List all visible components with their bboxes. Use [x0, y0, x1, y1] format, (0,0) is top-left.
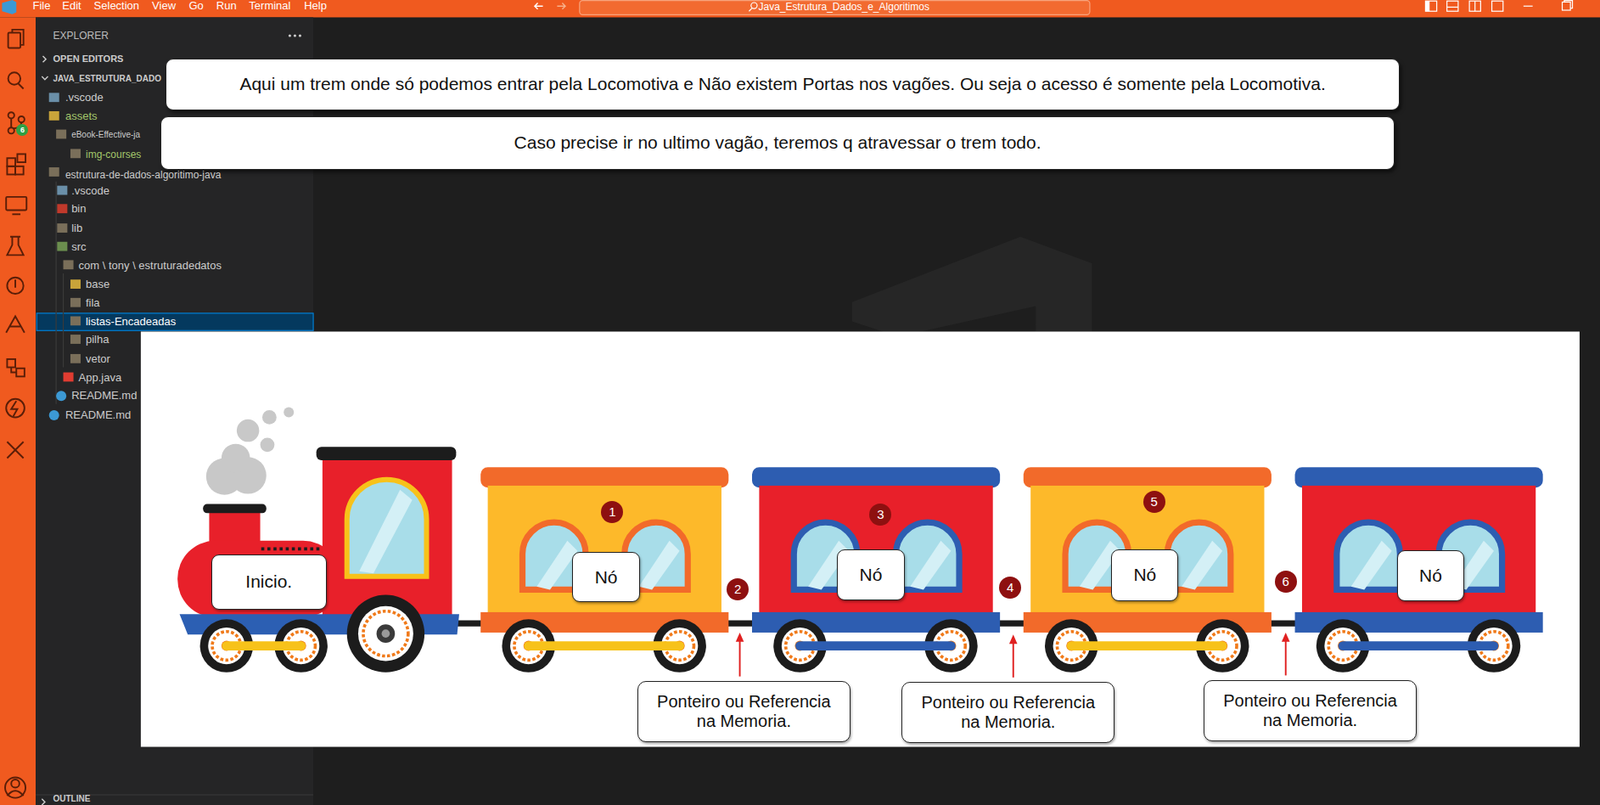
- tree-item: .vscode: [65, 90, 104, 105]
- node-label: Nó: [572, 551, 640, 602]
- section-header: JAVA_ESTRUTURA_DADO: [53, 73, 162, 85]
- pointer-label: Ponteiro ou Referencia na Memoria.: [1203, 679, 1417, 742]
- node-text: Inicio.: [245, 571, 292, 592]
- search-box-text: Java_Estrutura_Dados_e_Algoritimos: [757, 0, 929, 13]
- callout-number: 2: [726, 578, 749, 601]
- sidebar-title: EXPLORER: [53, 29, 109, 42]
- callout-number: 3: [869, 503, 892, 526]
- tree-item: pilha: [85, 332, 109, 347]
- pointer-label: Ponteiro ou Referencia na Memoria.: [637, 680, 851, 742]
- section-header: OUTLINE: [53, 793, 91, 804]
- callout-number: 4: [999, 576, 1022, 599]
- node-label: Nó: [1397, 550, 1465, 601]
- node-text: Nó: [859, 564, 883, 585]
- callout-number: 6: [1274, 570, 1297, 593]
- node-text: Ponteiro ou Referencia na Memoria.: [648, 691, 840, 731]
- tree-item: lib: [71, 221, 83, 236]
- menu-item: Help: [303, 0, 327, 13]
- tree-item: fila: [85, 296, 101, 310]
- section-header: OPEN EDITORS: [53, 53, 124, 65]
- menu-item: Run: [216, 0, 237, 13]
- tree-item: img-courses: [85, 148, 141, 161]
- node-text: Aqui um trem onde só podemos entrar pela…: [239, 73, 1325, 95]
- callout-number: 1: [600, 500, 624, 523]
- node-text: Nó: [1419, 565, 1443, 586]
- menu-item: Selection: [94, 0, 140, 13]
- locomotive-label: Inicio.: [211, 554, 327, 610]
- node-text: Nó: [1133, 564, 1157, 585]
- callout-box: Aqui um trem onde só podemos entrar pela…: [165, 58, 1401, 111]
- node-text: Ponteiro ou Referencia na Memoria.: [1214, 690, 1406, 730]
- menu-item: File: [32, 0, 51, 13]
- tree-item: bin: [71, 202, 86, 216]
- tree-item: src: [71, 240, 86, 254]
- tree-item: vetor: [85, 352, 111, 366]
- pointer-label: Ponteiro ou Referencia na Memoria.: [901, 681, 1115, 743]
- callout-number: 5: [1143, 490, 1166, 513]
- tree-item: .vscode: [71, 184, 110, 198]
- menu-item: Terminal: [248, 0, 291, 13]
- node-label: Nó: [836, 549, 906, 601]
- tree-item: com \ tony \ estruturadedatos: [78, 258, 222, 273]
- tree-item: README.md: [71, 388, 137, 403]
- tree-item: App.java: [78, 370, 123, 385]
- menu-item: View: [151, 0, 176, 13]
- tree-item: listas-Encadeadas: [85, 314, 176, 329]
- menu-item: Go: [188, 0, 203, 13]
- tree-item: eBook-Effective-ja: [71, 129, 141, 141]
- tree-item: assets: [65, 109, 98, 124]
- node-label: Nó: [1111, 549, 1179, 601]
- callout-box: Caso precise ir no ultimo vagão, teremos…: [160, 116, 1396, 170]
- node-text: Nó: [595, 567, 618, 588]
- tree-item: README.md: [65, 408, 131, 422]
- node-text: Caso precise ir no ultimo vagão, teremos…: [514, 132, 1042, 153]
- node-text: Ponteiro ou Referencia na Memoria.: [912, 692, 1104, 732]
- tree-item: base: [85, 277, 110, 292]
- menu-item: Edit: [61, 0, 81, 13]
- tree-item: estrutura-de-dados-algoritimo-java: [65, 168, 221, 181]
- git-badge: 6: [16, 123, 29, 136]
